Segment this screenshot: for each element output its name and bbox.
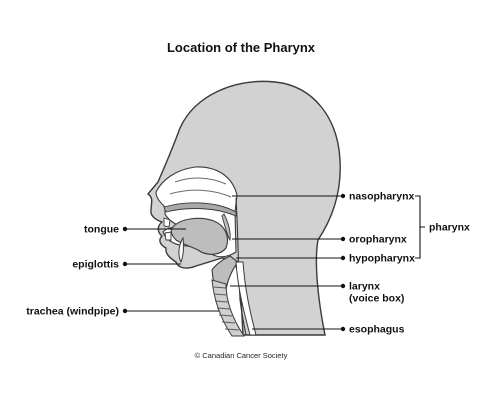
callout-nasopharynx: nasopharynx [232, 191, 415, 203]
label-hypopharynx: hypopharynx [349, 253, 415, 265]
label-oropharynx: oropharynx [349, 234, 407, 246]
trachea-rings [212, 286, 240, 331]
label-esophagus: esophagus [349, 324, 405, 336]
upper-teeth [163, 217, 171, 228]
label-tongue: tongue [84, 224, 119, 236]
epiglottis [178, 236, 184, 264]
head-illustration [146, 80, 341, 337]
esophagus-dot [340, 326, 346, 332]
pharynx-bracket [415, 195, 425, 259]
label-trachea: trachea (windpipe) [26, 306, 119, 318]
callout-oropharynx: oropharynx [232, 234, 407, 246]
callout-trachea: trachea (windpipe) [26, 306, 219, 318]
pharynx-wall [235, 197, 247, 336]
callout-esophagus: esophagus [252, 324, 405, 336]
label-epiglottis: epiglottis [72, 259, 119, 271]
callout-larynx: larynx (voice box) [230, 281, 404, 305]
nasal-turbinates [169, 177, 232, 198]
head-silhouette [146, 80, 341, 336]
oropharynx-dot [340, 236, 346, 242]
callout-tongue: tongue [84, 224, 186, 236]
callout-epiglottis: epiglottis [72, 259, 181, 271]
diagram-title: Location of the Pharynx [167, 40, 316, 55]
nasopharynx-dot [340, 193, 346, 199]
callout-hypopharynx: hypopharynx [236, 253, 415, 265]
copyright-credit: © Canadian Cancer Society [195, 351, 288, 360]
label-larynx-sub: (voice box) [349, 293, 404, 305]
larynx-dot [340, 283, 346, 289]
label-nasopharynx: nasopharynx [349, 191, 415, 203]
pharynx-bracket-group: pharynx [415, 195, 470, 259]
tongue [170, 217, 229, 255]
label-pharynx: pharynx [429, 222, 470, 234]
hard-palate [163, 202, 237, 217]
label-larynx: larynx [349, 281, 380, 293]
esophagus [235, 261, 257, 336]
lower-teeth [164, 231, 172, 241]
hypopharynx-dot [340, 255, 346, 261]
trachea [211, 279, 245, 337]
soft-palate-uvula [221, 213, 231, 241]
